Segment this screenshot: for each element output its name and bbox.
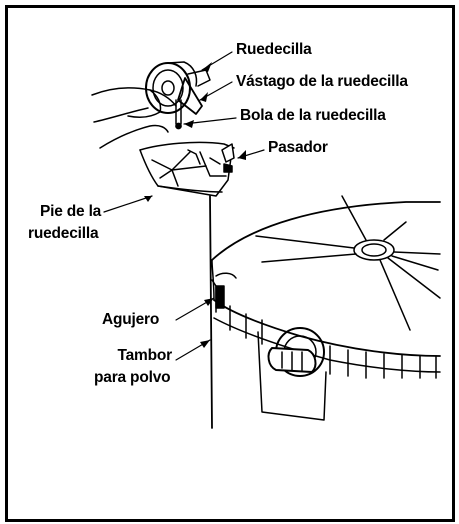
- label-caster-foot-line1: Pie de la: [40, 203, 102, 220]
- clamp-knob-illustration: [257, 327, 327, 421]
- label-caster-ball: Bola de la ruedecilla: [240, 107, 386, 124]
- hand-illustration: [91, 87, 177, 149]
- caster-foot-illustration: [139, 141, 235, 197]
- label-pin: Pasador: [268, 139, 328, 156]
- caster-stem-illustration: [175, 99, 182, 130]
- caster-wheel-illustration: [145, 61, 211, 115]
- label-caster-stem: Vástago de la ruedecilla: [236, 73, 408, 90]
- label-caster-foot-line2: ruedecilla: [28, 225, 99, 242]
- label-caster: Ruedecilla: [236, 41, 312, 58]
- figure-frame: [5, 5, 455, 522]
- leader-caster-foot: [103, 195, 153, 213]
- label-drum-line2: para polvo: [94, 369, 171, 386]
- label-hole: Agujero: [102, 311, 160, 328]
- hole-illustration: [211, 272, 237, 313]
- drum-lid-illustration: [211, 195, 441, 379]
- label-drum-line1: Tambor: [117, 347, 173, 364]
